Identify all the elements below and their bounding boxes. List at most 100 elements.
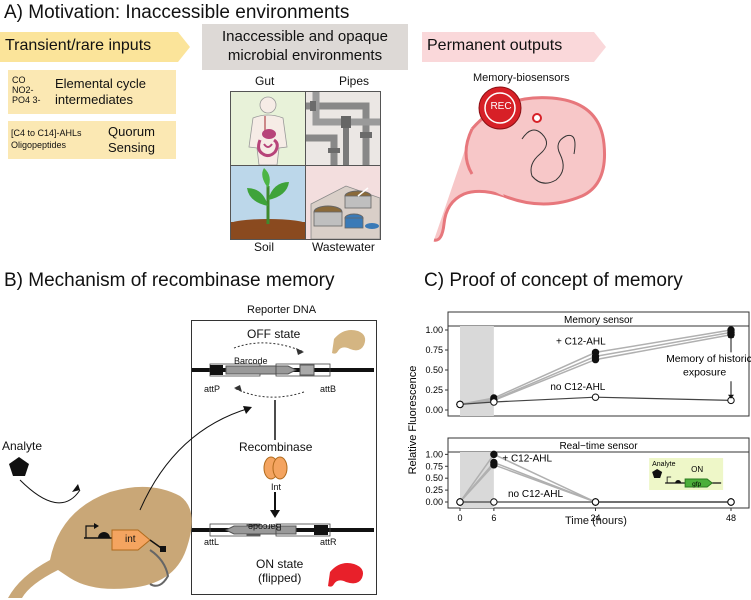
x-axis-label: Time (hours) [565, 515, 627, 527]
off-state-label: OFF state [247, 327, 301, 341]
soil-label: Soil [254, 240, 275, 254]
off-construct [192, 342, 374, 398]
int-gene-label: int [125, 534, 136, 545]
gut-image [230, 91, 306, 166]
pipes-image [305, 91, 381, 166]
data-point-1-3-1 [490, 498, 498, 506]
molecule-ahls: [C4 to C14]-AHLs [11, 128, 82, 138]
molecule-oligopeptides: Oligopeptides [11, 140, 67, 150]
off-bacterium-icon [332, 330, 366, 354]
x-tick-label-3: 48 [726, 513, 736, 523]
data-point-0-3-0 [456, 400, 464, 409]
wastewater-label: Wastewater [312, 240, 375, 254]
x-tick-label-1: 6 [491, 513, 496, 523]
pipes-label: Pipes [339, 74, 370, 88]
series-line-0-2 [459, 334, 732, 406]
inset-rbs-icon [675, 480, 682, 483]
x-tick-label-2: 24 [590, 513, 600, 523]
analyte-label: Analyte [2, 439, 43, 453]
rec-label: REC [490, 101, 512, 112]
y-tick-label-1-0: 0.00 [425, 497, 443, 507]
data-point-1-0-1 [490, 450, 498, 459]
y-tick-label-1-1: 0.25 [425, 485, 443, 495]
y-tick-label-0-1: 0.25 [425, 385, 443, 395]
ahl-list: [C4 to C14]-AHLs Oligopeptides [11, 127, 82, 151]
elemental-cycle-box: CO NO2- PO4 3- Elemental cycle intermedi… [8, 70, 176, 114]
inset-gfp-gene-icon [684, 478, 713, 488]
inset-analyte-label: Analyte [652, 461, 675, 468]
data-point-1-2-1 [490, 461, 498, 469]
inset-promoter-arrow-icon [666, 476, 672, 483]
gut-label: Gut [255, 74, 275, 88]
outputs-banner [422, 32, 606, 62]
attb-label: attB [320, 384, 337, 394]
int-label: Int [271, 482, 282, 492]
on-state-label: ON state (flipped) [256, 557, 303, 585]
panel-b-title: B) Mechanism of recombinase memory [4, 270, 335, 291]
inset-on-label: ON [691, 465, 703, 474]
attp-label: attP [204, 384, 221, 394]
data-point-0-3-2 [591, 393, 600, 401]
pipes-icon [306, 92, 380, 165]
realtime-no-c12-label: no C12-AHL [508, 489, 563, 500]
strip-title-0: Memory sensor [564, 315, 634, 326]
memory-biosensors-label: Memory-biosensors [473, 72, 570, 84]
y-tick-label-0-3: 0.75 [425, 345, 443, 355]
plant-icon [231, 168, 305, 239]
molecule-list: CO NO2- PO4 3- [12, 75, 41, 105]
inset-analyte-pentagon-icon [652, 469, 663, 478]
pink-bacterium-icon [433, 86, 607, 242]
brown-bacterium [8, 406, 252, 598]
y-tick-label-1-2: 0.50 [425, 473, 443, 483]
molecule-po4: PO4 3- [12, 95, 41, 105]
y-tick-label-0-4: 1.00 [425, 325, 443, 335]
series-line-0-0 [459, 329, 732, 406]
panel-c-title: C) Proof of concept of memory [424, 270, 683, 291]
memory-annotation-line1: Memory of historical [666, 353, 751, 365]
memory-arrowhead-up [728, 333, 734, 338]
strip-title-1: Real−time sensor [559, 441, 638, 452]
attr-label: attR [320, 537, 337, 547]
quorum-sensing-label: Quorum Sensing [108, 124, 155, 155]
data-point-0-2-2 [591, 355, 600, 364]
quorum-sensing-box: [C4 to C14]-AHLs Oligopeptides Quorum Se… [8, 121, 176, 159]
on-bacterium-icon [328, 563, 363, 587]
down-arrow-icon [270, 492, 280, 518]
on-state-line2: (flipped) [258, 571, 302, 585]
y-tick-label-0-2: 0.50 [425, 365, 443, 375]
data-point-1-3-0 [456, 498, 464, 506]
analyte-pentagon-icon [9, 457, 29, 476]
on-state-line1: ON state [256, 557, 304, 571]
molecule-co: CO [12, 75, 26, 85]
wastewater-tanks-icon [310, 185, 380, 239]
human-body-icon [248, 96, 288, 165]
panel-a-title: A) Motivation: Inaccessible environments [4, 2, 350, 23]
data-point-1-3-3 [727, 498, 735, 506]
outputs-header: Permanent outputs [427, 37, 563, 54]
data-point-0-3-1 [490, 398, 498, 406]
memory-arrowhead-down [728, 394, 734, 399]
y-tick-label-1-4: 1.00 [425, 449, 443, 459]
attl-label: attL [204, 537, 220, 547]
memory-plus-c12-label: + C12-AHL [556, 336, 606, 347]
soil-image [230, 165, 306, 240]
recombinase-label: Recombinase [239, 440, 313, 454]
inset-gfp-label: gfp [692, 481, 701, 488]
series-line-0-3 [459, 396, 732, 405]
on-construct [192, 523, 374, 537]
y-tick-label-0-0: 0.00 [425, 405, 443, 415]
recombinase-icon [263, 456, 288, 480]
y-tick-label-1-3: 0.75 [425, 461, 443, 471]
realtime-plus-c12-label: + C12-AHL [502, 454, 552, 465]
inputs-header: Transient/rare inputs [5, 37, 152, 54]
inputs-banner [0, 32, 190, 62]
elemental-cycle-label: Elemental cycle intermediates [55, 76, 147, 107]
env-header: Inaccessible and opaque microbial enviro… [222, 28, 388, 64]
memory-no-c12-label: no C12-AHL [550, 382, 605, 393]
molecule-no2: NO2- [12, 85, 34, 95]
x-tick-label-0: 0 [457, 513, 462, 523]
wastewater-image [305, 165, 381, 240]
y-axis-title: Relative Fluorescence [407, 366, 419, 475]
barcode-label-off: Barcode [234, 356, 268, 366]
reporter-dna-label: Reporter DNA [247, 304, 317, 316]
